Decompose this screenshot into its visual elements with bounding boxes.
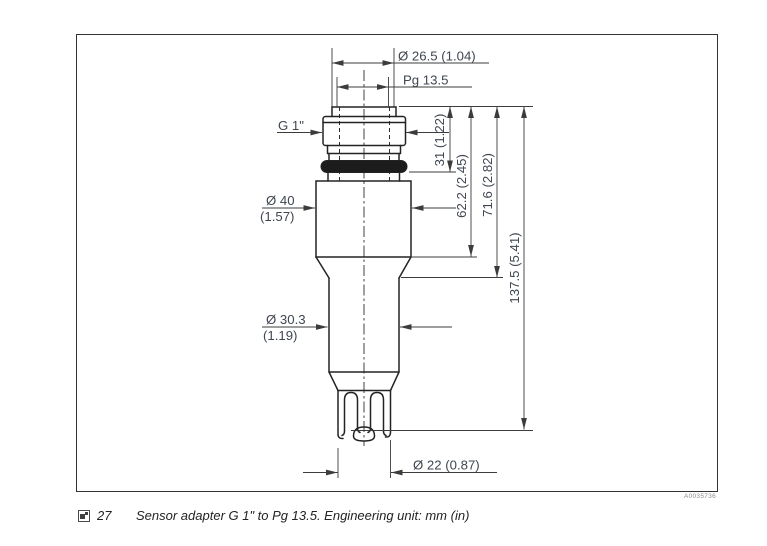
neck-step xyxy=(327,171,401,182)
cage-slot-right xyxy=(369,391,385,432)
label-length-total: 137.5 (5.41) xyxy=(507,232,522,303)
o-ring xyxy=(320,160,408,173)
label-length-to-body-end: 62.2 (2.45) xyxy=(454,154,469,218)
label-length-thread-section: 31 (1.22) xyxy=(432,114,447,167)
label-side-thread: G 1" xyxy=(278,118,304,133)
lower-tube xyxy=(328,277,400,373)
cage-wall-right xyxy=(384,389,392,438)
label-bottom-diameter: Ø 22 (0.87) xyxy=(413,458,480,473)
figure-number: 27 xyxy=(97,508,112,523)
figure-caption-text: Sensor adapter G 1" to Pg 13.5. Engineer… xyxy=(136,508,470,523)
label-body-diameter-in: (1.57) xyxy=(260,209,294,224)
hidden-thread-lines xyxy=(339,107,390,181)
collar-step xyxy=(326,144,402,155)
dimension-labels: Ø 26.5 (1.04) Pg 13.5 G 1" Ø 40 (1.57) Ø… xyxy=(260,49,522,473)
dimension-lines xyxy=(262,60,527,476)
figure-frame xyxy=(76,34,718,492)
label-top-thread: Pg 13.5 xyxy=(403,73,448,88)
cage-slot-left xyxy=(343,391,359,432)
figure-caption: 27 Sensor adapter G 1" to Pg 13.5. Engin… xyxy=(78,508,469,523)
label-tube-diameter-in: (1.19) xyxy=(263,328,297,343)
figure-icon xyxy=(78,510,90,522)
label-body-diameter-mm: Ø 40 xyxy=(266,193,295,208)
o-ring-groove xyxy=(328,152,400,162)
sensor-tip-dome xyxy=(352,426,376,442)
g1-thread-collar xyxy=(322,115,407,147)
extension-lines xyxy=(331,48,533,478)
main-body xyxy=(315,180,412,258)
label-top-diameter: Ø 26.5 (1.04) xyxy=(398,49,476,64)
pg-thread-stem xyxy=(331,106,397,118)
cage-wall-left xyxy=(337,389,344,440)
artifact-id: A0035736 xyxy=(683,493,716,500)
body-chamfer xyxy=(315,256,412,279)
tube-chamfer xyxy=(328,371,400,392)
label-length-to-chamfer-end: 71.6 (2.82) xyxy=(480,153,495,217)
label-tube-diameter-mm: Ø 30.3 xyxy=(266,312,306,327)
device-outline xyxy=(315,106,412,442)
